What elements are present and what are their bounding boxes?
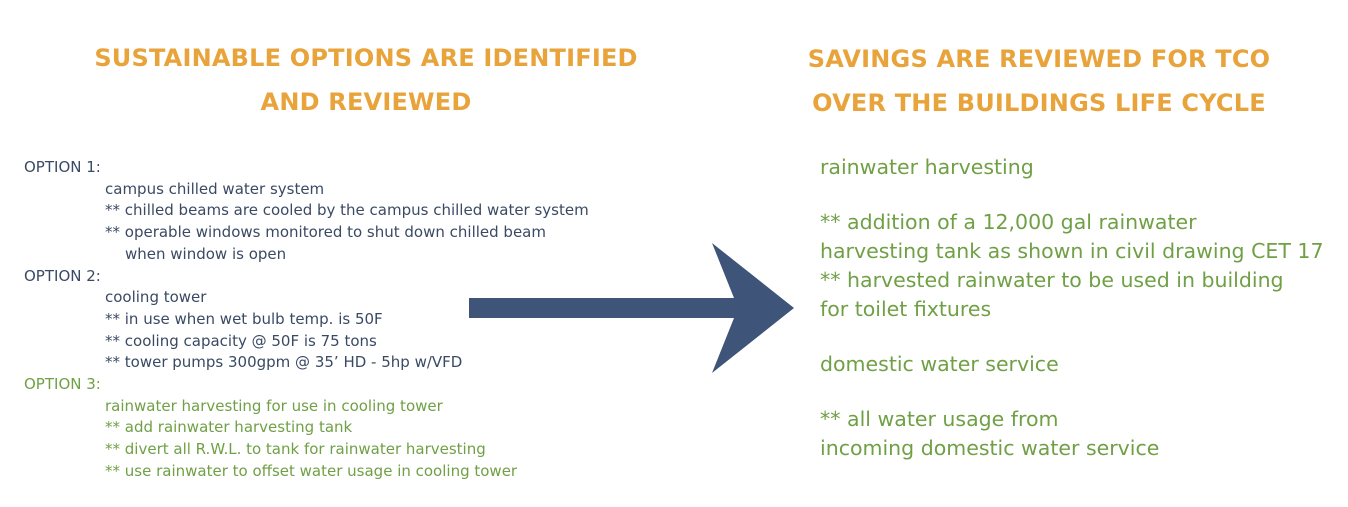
right-heading-line-2: OVER THE BUILDINGS LIFE CYCLE [812,89,1266,117]
left-heading: SUSTAINABLE OPTIONS ARE IDENTIFIED AND R… [60,36,672,124]
option-2-line: cooling tower [105,288,207,307]
savings-domestic-line: ** all water usage from [820,407,1059,431]
option-1-line: ** chilled beams are cooled by the campu… [105,201,589,220]
option-2-title: OPTION 2: [24,266,101,285]
right-heading-line-1: SAVINGS ARE REVIEWED FOR TCO [807,45,1271,73]
option-2-line: ** cooling capacity @ 50F is 75 tons [105,331,377,350]
option-1-line: campus chilled water system [105,179,325,198]
option-2-line: ** in use when wet bulb temp. is 50F [105,309,383,328]
option-3: OPTION 3: rainwater harvesting for use i… [24,374,589,483]
left-heading-line-1: SUSTAINABLE OPTIONS ARE IDENTIFIED [94,44,638,72]
left-heading-line-2: AND REVIEWED [260,88,472,116]
option-1-title: OPTION 1: [24,158,101,176]
savings-rain-line: ** harvested rainwater to be used in bui… [820,268,1284,292]
option-3-title: OPTION 3: [24,375,101,394]
option-3-line: rainwater harvesting for use in cooling … [105,396,443,415]
option-3-line: ** use rainwater to offset water usage i… [105,461,518,480]
option-2-line: ** tower pumps 300gpm @ 35’ HD - 5hp w/V… [105,353,463,372]
option-1: OPTION 1: campus chilled water system **… [24,157,589,266]
savings-domestic-line: incoming domestic water service [820,436,1160,460]
savings-rain-line: ** addition of a 12,000 gal rainwater [820,210,1197,234]
options-list: OPTION 1: campus chilled water system **… [24,157,589,483]
savings-rain-line: harvesting tank as shown in civil drawin… [820,239,1324,263]
option-1-line: ** operable windows monitored to shut do… [105,223,546,242]
right-arrow-icon [469,243,794,373]
savings-domestic-title: domestic water service [820,352,1059,376]
option-3-line: ** divert all R.W.L. to tank for rainwat… [105,440,486,459]
option-1-line: when window is open [125,244,287,263]
savings-panel: rainwater harvesting ** addition of a 12… [820,153,1323,463]
savings-rain-line: for toilet fixtures [820,297,992,321]
option-3-line: ** add rainwater harvesting tank [105,418,353,437]
right-heading: SAVINGS ARE REVIEWED FOR TCO OVER THE BU… [735,37,1343,125]
option-2: OPTION 2: cooling tower ** in use when w… [24,266,589,375]
savings-rain-title: rainwater harvesting [820,155,1034,179]
